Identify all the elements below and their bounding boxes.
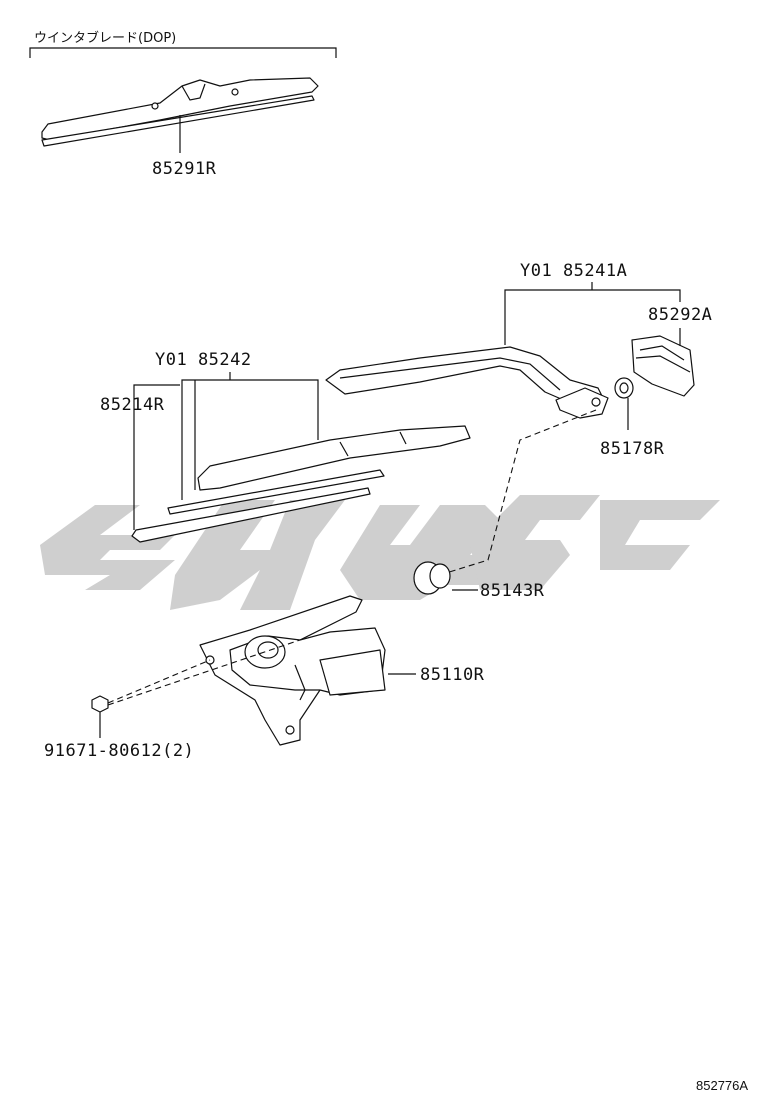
watermark-logo [40, 495, 720, 610]
label-85110r: 85110R [420, 665, 485, 685]
dop-header: ウインタブレード(DOP) [34, 30, 176, 46]
blade-bracket [181, 379, 319, 500]
nut-85178r [614, 377, 634, 399]
label-85291r: 85291R [152, 159, 217, 179]
rubber-bracket [133, 384, 180, 530]
label-85143r: 85143R [480, 581, 545, 601]
label-y01-85241a: Y01 85241A [520, 261, 627, 281]
wiper-motor [199, 595, 386, 746]
wiper-arm [325, 346, 609, 419]
wiper-arm-cap [631, 328, 695, 397]
bolt-91671 [91, 695, 109, 713]
label-y01-85242: Y01 85242 [155, 350, 252, 370]
dop-bracket [29, 47, 337, 58]
label-85178r: 85178R [600, 439, 665, 459]
figure-code: 852776A [696, 1078, 748, 1093]
label-91671-80612: 91671-80612(2) [44, 741, 194, 761]
wiper-blade [131, 425, 471, 543]
wiper-blade-dop [41, 77, 319, 147]
label-85292a: 85292A [648, 305, 712, 325]
label-85214r: 85214R [100, 395, 165, 415]
grommet-85143r [413, 561, 451, 595]
